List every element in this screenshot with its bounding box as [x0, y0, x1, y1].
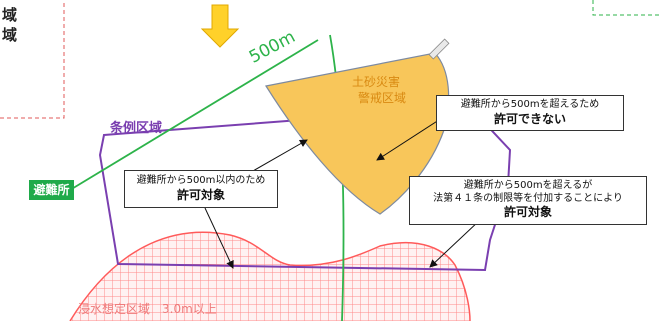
- callout-within: 避難所から500m以内のため 許可対象: [124, 170, 278, 208]
- pointer-within-down: [204, 207, 234, 269]
- radius-line: [69, 39, 319, 191]
- legend-fragment-2: 域: [2, 26, 18, 44]
- legend-box-right: [592, 0, 659, 16]
- landslide-zone: [265, 52, 450, 215]
- landslide-zone-label-1: 土砂災害: [352, 75, 401, 89]
- legend-fragment-1: 域: [2, 6, 18, 24]
- legend-box-left: [0, 0, 65, 119]
- callout-within-result: 許可対象: [176, 187, 225, 202]
- ordinance-area-label: 条例区域: [110, 121, 163, 136]
- callout-beyond-condition: 法第４１条の制限等を付加することにより: [433, 192, 623, 204]
- landslide-zone-label-2: 警戒区域: [358, 91, 407, 105]
- callout-beyond-conditional: 避難所から500mを超えるが 法第４１条の制限等を付加することにより 許可対象: [409, 176, 647, 225]
- shelter-label: 避難所: [29, 180, 74, 200]
- callout-beyond-reason: 避難所から500mを超えるが: [463, 180, 593, 191]
- callout-not-permitted-reason: 避難所から500mを超えるため: [460, 99, 600, 110]
- callout-beyond-result: 許可対象: [503, 205, 552, 219]
- pointer-not-permitted: [376, 117, 443, 161]
- down-arrow-icon: [200, 4, 240, 48]
- callout-within-reason: 避難所から500m以内のため: [136, 175, 266, 186]
- pointer-conditional: [429, 219, 481, 268]
- slope-marker: [428, 38, 450, 60]
- flood-zone-label: 浸水想定区域 3.0m以上: [78, 302, 217, 316]
- callout-not-permitted-result: 許可できない: [493, 111, 566, 126]
- callout-not-permitted: 避難所から500mを超えるため 許可できない: [436, 95, 624, 131]
